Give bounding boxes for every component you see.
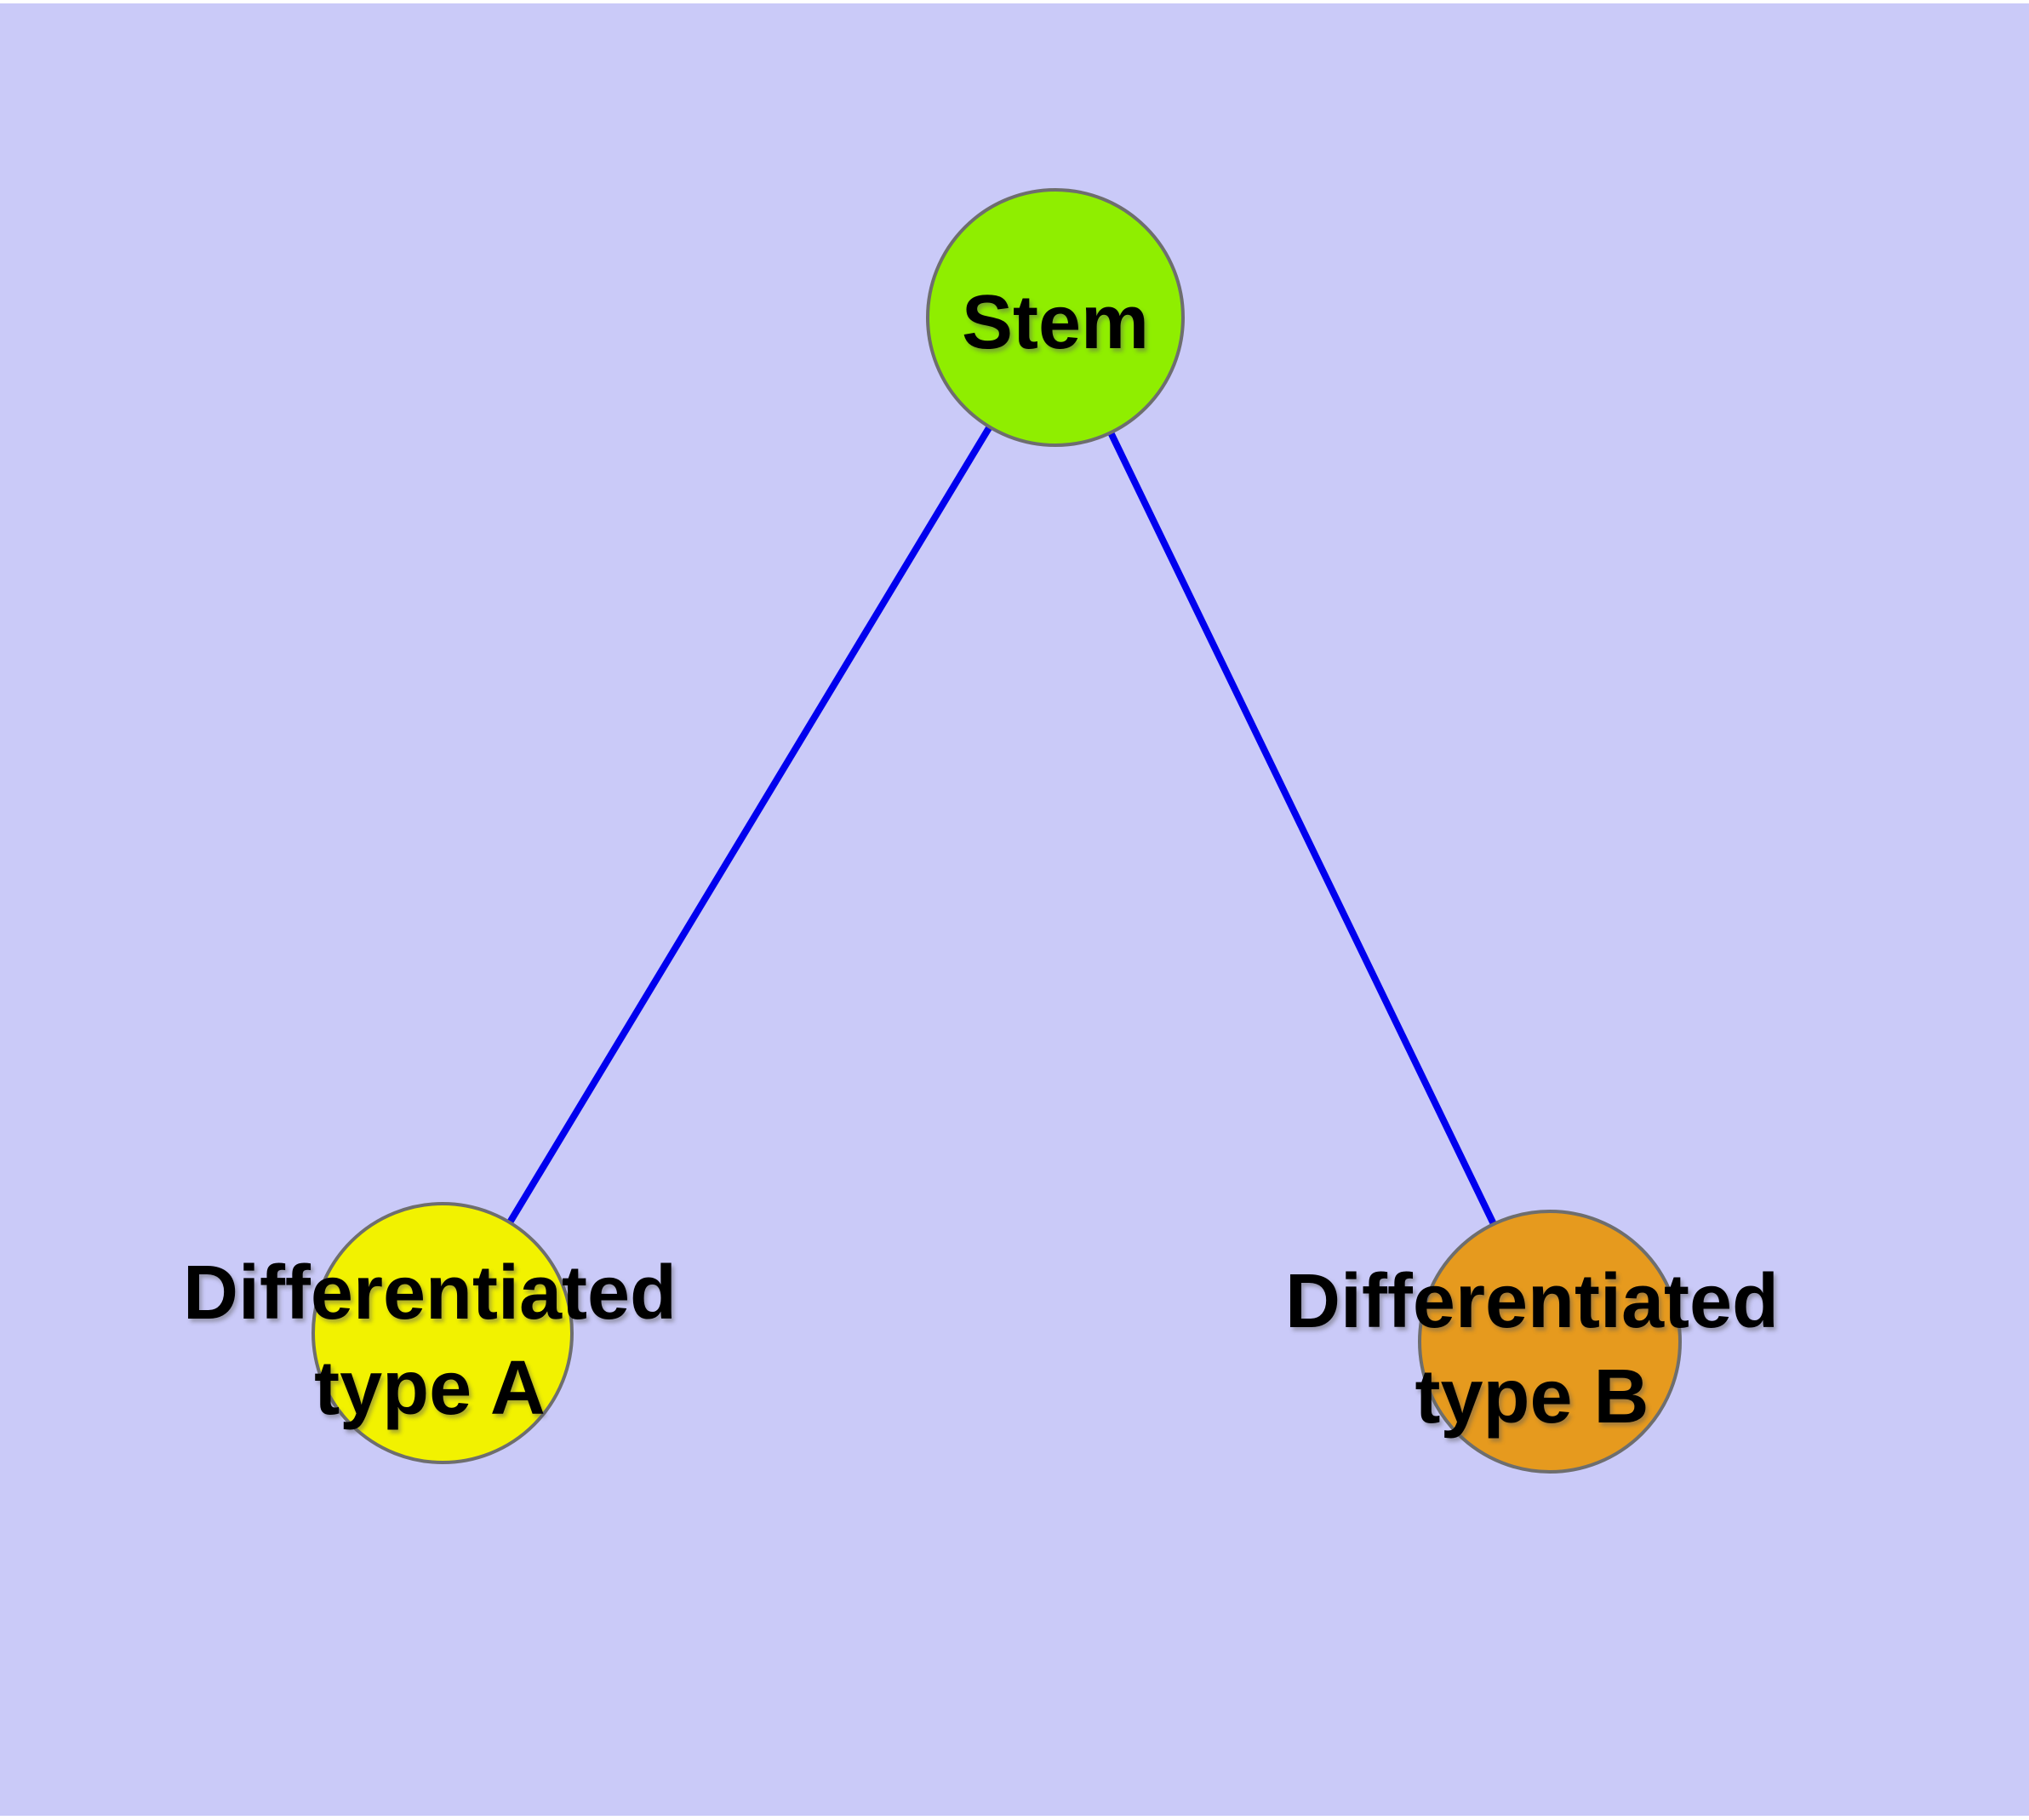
edge-stem-to-type-b [1107, 431, 1497, 1226]
top-frame-strip [0, 0, 2029, 3]
node-stem-circle [926, 188, 1185, 447]
node-type-a-circle [311, 1202, 574, 1464]
node-stem-label: Stem [962, 280, 1149, 365]
node-type-b-circle [1418, 1210, 1682, 1474]
node-type-b-label-line2: type B [1415, 1354, 1649, 1439]
node-type-b-label-line1: Differentiated [1285, 1259, 1779, 1344]
node-type-a-label-line2: type A [314, 1346, 546, 1431]
edge-stem-to-type-a [506, 424, 993, 1225]
bottom-frame-strip [0, 1816, 2029, 1820]
node-type-a-label-line1: Differentiated [183, 1251, 677, 1336]
